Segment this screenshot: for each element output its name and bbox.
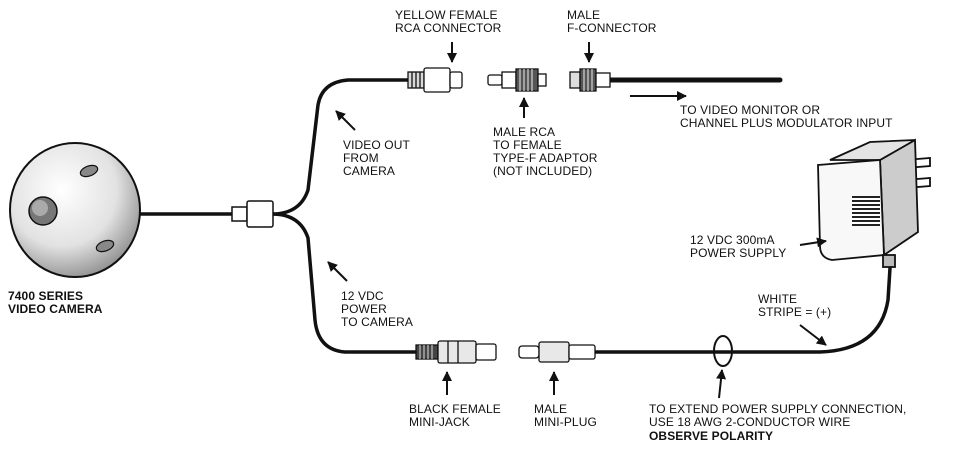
arrow-power-supply xyxy=(799,237,827,248)
pointer-arrows xyxy=(327,42,827,399)
yellow-female-rca-connector xyxy=(407,67,463,93)
label-to-video-monitor: TO VIDEO MONITOR OR CHANNEL PLUS MODULAT… xyxy=(680,103,893,130)
arrow-extend-note xyxy=(716,369,727,399)
cables xyxy=(138,77,892,354)
power-to-camera-cable xyxy=(270,212,418,354)
video-camera xyxy=(9,142,141,278)
male-mini-plug xyxy=(518,341,596,363)
label-male-rca-adaptor: MALE RCA TO FEMALE TYPE-F ADAPTOR (NOT I… xyxy=(493,125,598,178)
label-video-out: VIDEO OUT FROM CAMERA xyxy=(343,138,410,178)
arrow-video-out xyxy=(335,110,356,131)
black-female-mini-jack xyxy=(415,340,497,364)
label-white-stripe: WHITE STRIPE = (+) xyxy=(758,292,832,319)
arrow-white-stripe xyxy=(799,324,827,346)
label-power-supply: 12 VDC 300mA POWER SUPPLY xyxy=(690,233,787,260)
label-power-to-camera: 12 VDC POWER TO CAMERA xyxy=(341,289,414,329)
y-splitter xyxy=(231,200,274,228)
label-male-f-connector: MALE F-CONNECTOR xyxy=(567,8,657,35)
male-rca-adaptor xyxy=(487,68,547,92)
power-supply xyxy=(817,138,931,268)
power-supply-cable xyxy=(593,266,892,354)
arrow-power-to-camera xyxy=(327,261,348,282)
label-black-female-mini-jack: BLACK FEMALE MINI-JACK xyxy=(409,402,501,429)
label-yellow-female-rca: YELLOW FEMALE RCA CONNECTOR xyxy=(395,8,502,35)
video-out-cable xyxy=(270,78,410,216)
label-male-mini-plug: MALE MINI-PLUG xyxy=(534,402,597,429)
label-extend-note: TO EXTEND POWER SUPPLY CONNECTION, USE 1… xyxy=(649,402,907,429)
white-stripe-marker xyxy=(713,335,733,367)
label-camera: 7400 SERIES VIDEO CAMERA xyxy=(8,289,103,316)
male-f-connector xyxy=(569,68,611,92)
label-observe-polarity: OBSERVE POLARITY xyxy=(649,429,774,443)
